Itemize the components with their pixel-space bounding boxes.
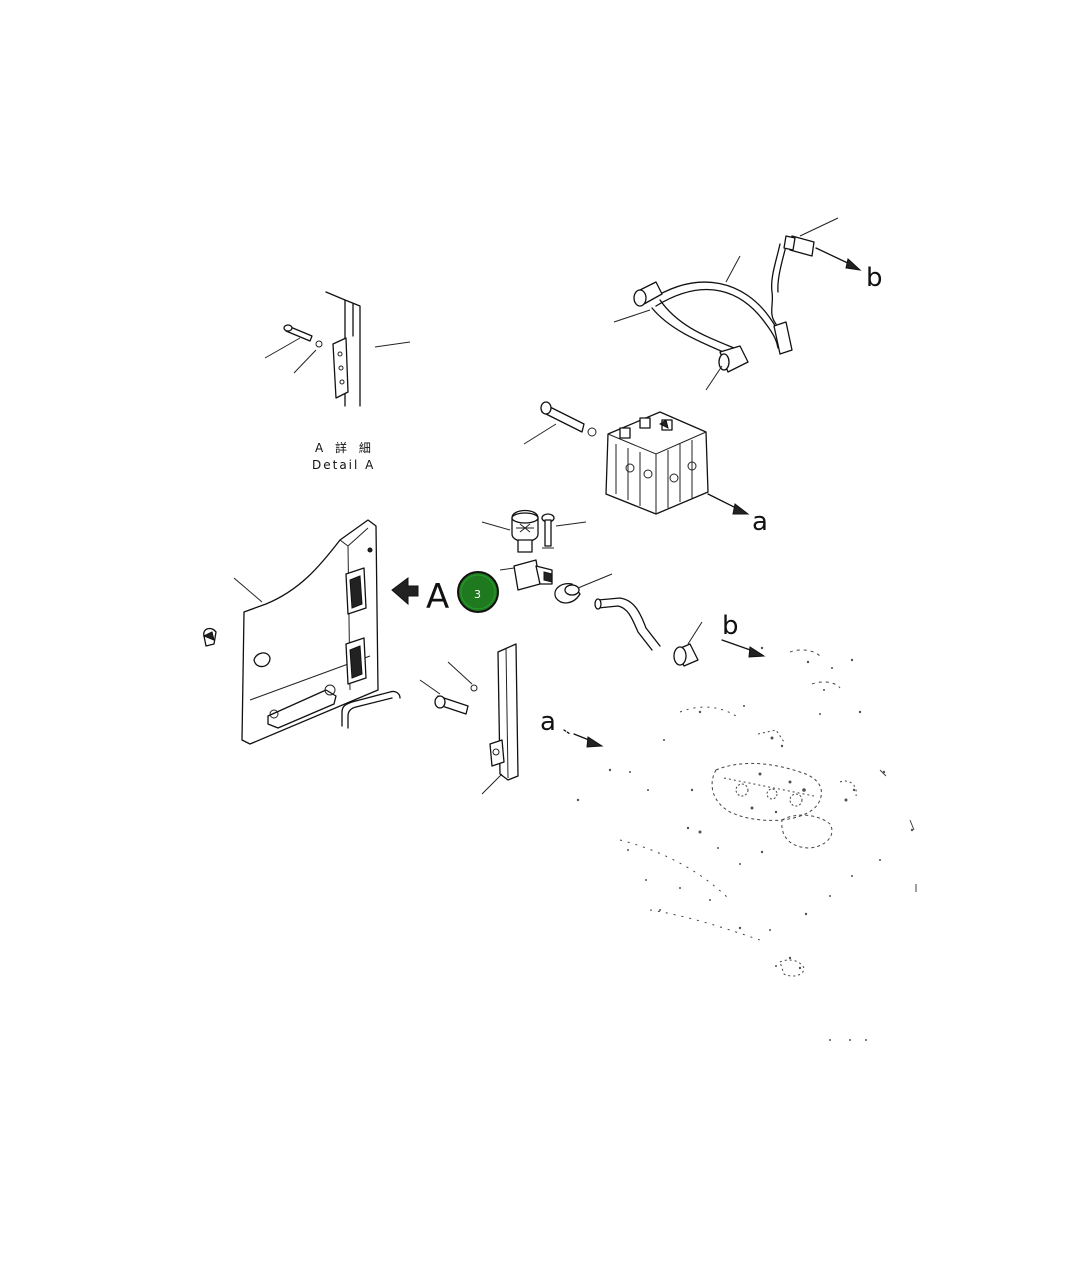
bracket bbox=[481, 643, 519, 795]
callout-marker[interactable]: 3 bbox=[457, 571, 499, 613]
faint-machine-overview bbox=[576, 646, 917, 1041]
view-a-indicator: A bbox=[391, 577, 449, 617]
connector-label-b-top: b bbox=[866, 263, 883, 293]
detail-a-view: A 詳 細 Detail A bbox=[264, 291, 411, 472]
connector-label-a-mid: a bbox=[752, 507, 768, 537]
arrow-a-lower: a bbox=[540, 707, 604, 748]
callout-number: 3 bbox=[474, 588, 481, 601]
view-label-a: A bbox=[426, 577, 449, 617]
door-stay bbox=[341, 690, 401, 729]
bolt-set bbox=[419, 661, 478, 715]
connector-label-a-low: a bbox=[540, 707, 556, 737]
wire-harness: b bbox=[613, 217, 883, 391]
detail-title-jp: A 詳 細 bbox=[315, 440, 375, 455]
switch-assembly bbox=[481, 509, 613, 604]
door-panel bbox=[202, 519, 379, 745]
detail-title-en: Detail A bbox=[312, 458, 375, 472]
connector-label-b-mid: b bbox=[722, 611, 739, 641]
hose-assembly: b bbox=[594, 597, 766, 667]
valve-block: a bbox=[523, 401, 768, 537]
